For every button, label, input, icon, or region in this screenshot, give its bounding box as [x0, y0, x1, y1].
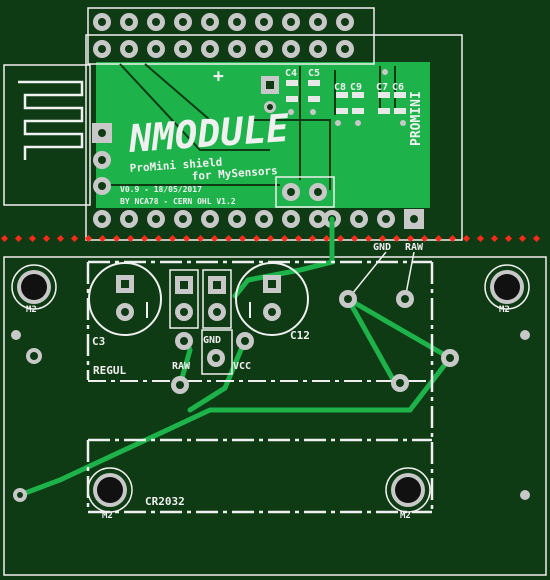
- subtitle-line-2: for MySensors: [191, 164, 278, 183]
- m2-bottom-right: M2: [400, 511, 411, 521]
- promini-label: PROMINI: [409, 91, 424, 146]
- gnd-label: GND: [203, 335, 221, 346]
- jumper-2-outline: [202, 269, 232, 329]
- version-text: V0.9 - 18/05/2017: [120, 185, 202, 194]
- top-pin-row-1: [93, 13, 354, 31]
- lower-pad-holes: [17, 295, 454, 498]
- small-vias: [11, 330, 530, 500]
- c12-label: C12: [290, 329, 310, 342]
- cap-c8-label: C8: [334, 82, 346, 93]
- mount-hole-top-right: [484, 264, 530, 310]
- jumper-1-outline: [169, 269, 199, 329]
- raw-label: RAW: [172, 361, 191, 372]
- c3-outline: [88, 262, 162, 336]
- mount-hole-bottom-left: [87, 467, 133, 513]
- gnd-lead: [347, 251, 387, 300]
- cap-c4-label: C4: [285, 68, 297, 79]
- smd-cap-pads: [286, 80, 406, 114]
- regulator-outline-box: [201, 329, 233, 375]
- board-outline: [3, 256, 547, 576]
- mount-hole-top-left: [11, 264, 57, 310]
- cut-line: [0, 234, 541, 243]
- copper-traces: [17, 216, 453, 498]
- credits-text: BY NCA78 - CERN OHL V1.2: [120, 197, 236, 206]
- vcc-label: VCC: [233, 361, 251, 372]
- plus-label: +: [213, 66, 224, 87]
- c12-outline: [235, 262, 309, 336]
- top-header-outline: [87, 7, 375, 65]
- battery-label: CR2032: [145, 495, 185, 508]
- smd-vias: [288, 69, 406, 126]
- cap-c5-label: C5: [308, 68, 320, 79]
- regul-label: REGUL: [93, 364, 126, 377]
- i2c-header-outline: [275, 176, 335, 208]
- side-pin-holes: [98, 129, 106, 190]
- cap-c7-label: C7: [376, 82, 388, 93]
- m2-bottom-left: M2: [102, 511, 113, 521]
- radio-module-outline: [3, 64, 91, 206]
- copper-pour: [96, 62, 430, 208]
- pour-cutouts: [100, 63, 396, 190]
- mount-hole-bottom-right: [385, 467, 431, 513]
- c3-label: C3: [92, 335, 105, 348]
- gnd-top-label: GND: [373, 242, 391, 253]
- top-pin-row-1-holes: [98, 18, 349, 26]
- shield-outline: [85, 34, 463, 241]
- antenna-trace: [18, 80, 84, 160]
- cap-c9-label: C9: [350, 82, 362, 93]
- m2-top-right: M2: [499, 305, 510, 315]
- subtitle-line-1: ProMini shield: [129, 156, 222, 175]
- top-pin-row-2-holes: [98, 45, 349, 53]
- cap-c6-label: C6: [392, 82, 404, 93]
- raw-top-label: RAW: [405, 242, 424, 253]
- battery-outline: [86, 438, 432, 514]
- regulator-outline: [86, 260, 434, 510]
- m2-top-left: M2: [26, 305, 37, 315]
